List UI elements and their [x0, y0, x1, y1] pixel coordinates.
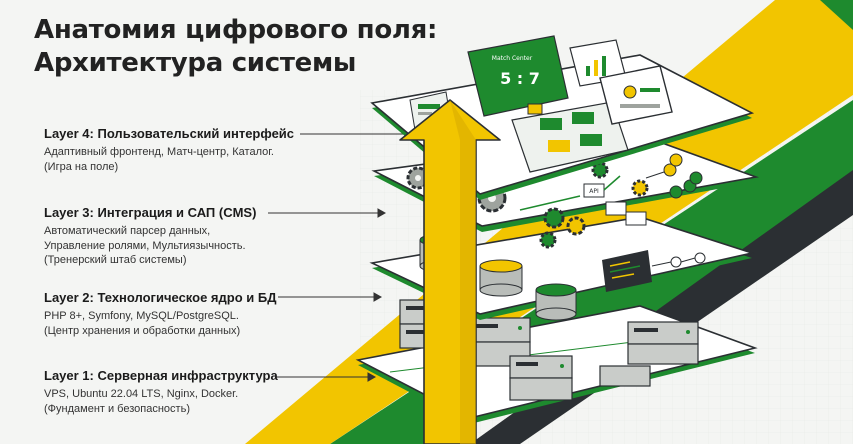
- ui-catalog-screen: [511, 101, 629, 173]
- upward-arrow: [399, 99, 501, 444]
- layer-2-name: Layer 2: Технологическое ядро и БД: [44, 290, 277, 305]
- layer-3-desc-2: Управление ролями, Мультиязычность.: [44, 239, 246, 252]
- server-rack-right: [599, 321, 699, 387]
- layer-1-name: Layer 1: Серверная инфраструктура: [44, 368, 278, 383]
- ui-dashboard-screen: [569, 39, 627, 87]
- layer-2-desc: PHP 8+, Symfony, MySQL/PostgreSQL.: [44, 310, 239, 322]
- code-monitor: [602, 250, 706, 292]
- api-boxes: API: [519, 163, 697, 226]
- layer-3-block: Layer 3: Интеграция и САП (CMS) Автомати…: [44, 205, 344, 268]
- layer-1-block: Layer 1: Серверная инфраструктура VPS, U…: [44, 368, 344, 416]
- title-line-2: Архитектура системы: [34, 48, 357, 78]
- api-label: API: [589, 188, 599, 195]
- layer-1-desc: VPS, Ubuntu 22.04 LTS, Nginx, Docker.: [44, 388, 239, 400]
- layer-3-name: Layer 3: Интеграция и САП (CMS): [44, 205, 257, 220]
- score-text: 5 : 7: [500, 69, 540, 88]
- match-center-label: Match Center: [492, 55, 533, 62]
- layer-4-note: (Игра на поле): [44, 160, 119, 173]
- ui-user-icons: [669, 153, 703, 199]
- layer-2-block: Layer 2: Технологическое ядро и БД PHP 8…: [44, 290, 344, 338]
- ui-match-center-screen: Match Center 5 : 7: [467, 35, 569, 117]
- layer-3-note: (Тренерский штаб системы): [44, 254, 187, 266]
- layer-4-desc: Адаптивный фронтенд, Матч-центр, Каталог…: [44, 146, 274, 158]
- layer-3-desc-1: Автоматический парсер данных,: [44, 225, 211, 237]
- layer-4-name: Layer 4: Пользовательский интерфейс: [44, 126, 295, 141]
- page-title: Анатомия цифрового поля: Архитектура сис…: [34, 14, 437, 80]
- title-line-1: Анатомия цифрового поля:: [34, 15, 438, 45]
- layer-4-block: Layer 4: Пользовательский интерфейс Адап…: [44, 126, 344, 174]
- ui-mobile-screen: [599, 65, 673, 125]
- layer-1-note: (Фундамент и безопасность): [44, 402, 190, 415]
- layer-2-note: (Центр хранения и обработки данных): [44, 324, 241, 337]
